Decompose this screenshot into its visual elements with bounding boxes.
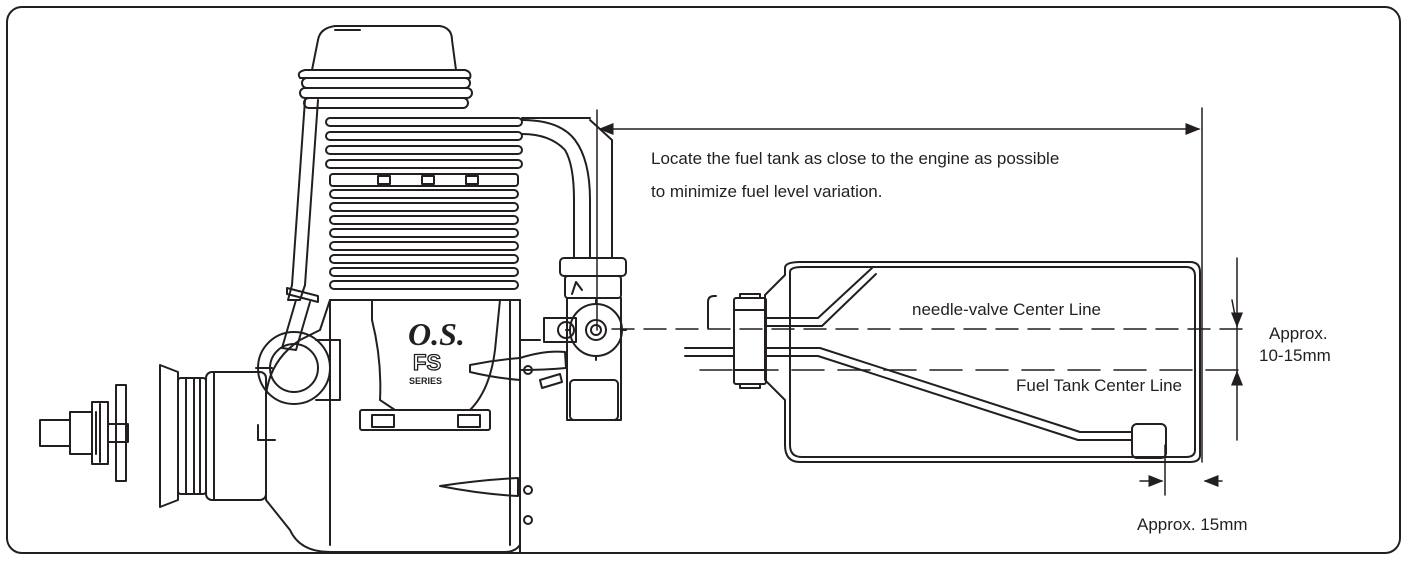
prop-driver bbox=[159, 364, 267, 508]
cylinder-fins bbox=[325, 117, 523, 290]
tank-placement-note-line2: to minimize fuel level variation. bbox=[651, 182, 883, 201]
fuel-line-loop bbox=[521, 119, 591, 259]
tank-placement-note-line1: Locate the fuel tank as close to the eng… bbox=[651, 149, 1060, 168]
engine-series-text: SERIES bbox=[409, 376, 442, 386]
clunk bbox=[1131, 423, 1167, 459]
dimension-lines bbox=[596, 107, 1243, 496]
engine-logo-text: O.S. bbox=[408, 316, 465, 352]
prop-shaft bbox=[39, 384, 129, 482]
approx-vertical-label-line1: Approx. bbox=[1269, 324, 1328, 343]
pushrod-tube bbox=[281, 99, 319, 351]
vent-tube bbox=[707, 295, 717, 329]
approx-horizontal-label: Approx. 15mm bbox=[1137, 515, 1248, 534]
fuel-tank-center-line-label: Fuel Tank Center Line bbox=[1016, 375, 1183, 397]
approx-vertical-label-line2: 10-15mm bbox=[1259, 346, 1331, 365]
needle-valve-center-line-label: needle-valve Center Line bbox=[912, 299, 1102, 321]
center-lines bbox=[611, 328, 1249, 371]
engine-drawing: O.S. FS SERIES bbox=[39, 25, 627, 553]
exhaust-port bbox=[255, 331, 341, 405]
diagram-frame bbox=[6, 6, 1401, 554]
fuel-tank bbox=[684, 261, 1201, 463]
carburettor bbox=[519, 257, 627, 421]
rocker-cover bbox=[297, 25, 473, 109]
engine-model-text: FS bbox=[413, 350, 441, 375]
